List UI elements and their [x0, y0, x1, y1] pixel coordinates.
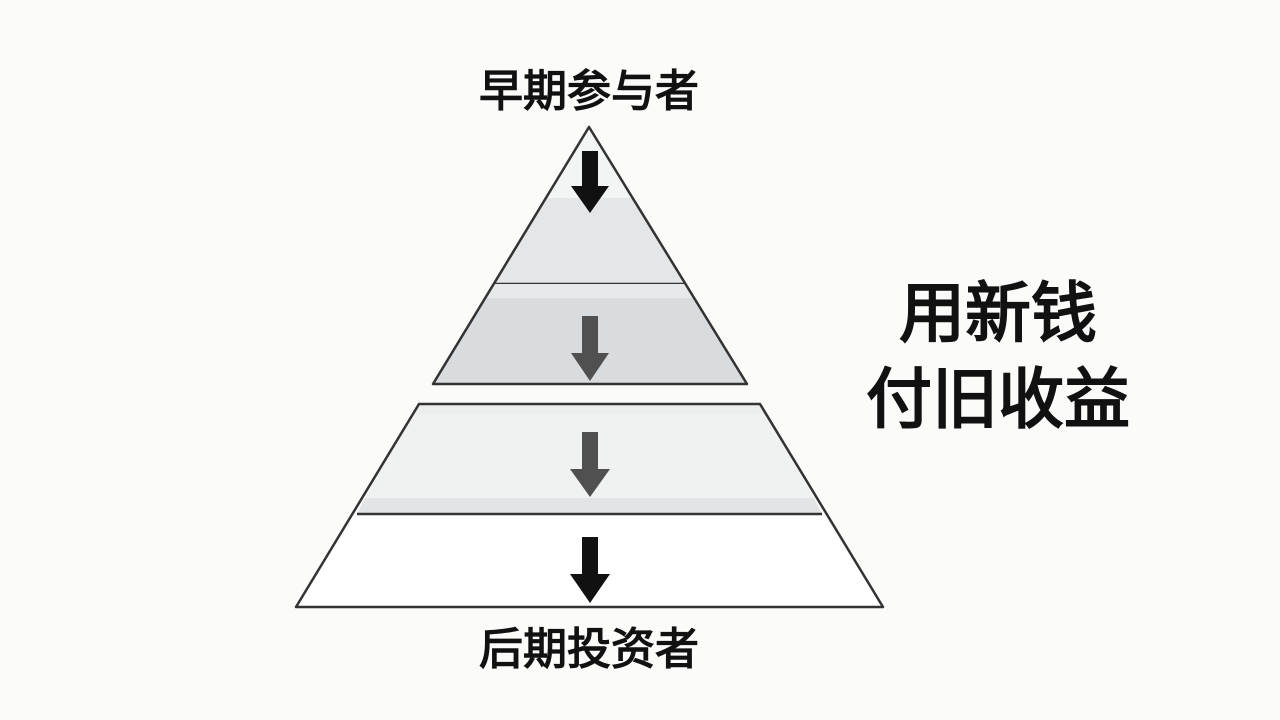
bottom-label: 后期投资者 — [479, 624, 699, 675]
pyramid-lower-outline — [294, 402, 885, 609]
down-arrow-icon — [571, 151, 609, 213]
down-arrow-icon — [570, 537, 610, 603]
down-arrow-icon — [570, 432, 610, 497]
side-label-line2: 付旧收益 — [866, 361, 1130, 438]
down-arrow-icon — [571, 316, 609, 381]
pyramid-upper-outline — [431, 125, 749, 386]
top-label: 早期参与者 — [479, 66, 699, 117]
side-label-line1: 用新钱 — [899, 275, 1097, 352]
